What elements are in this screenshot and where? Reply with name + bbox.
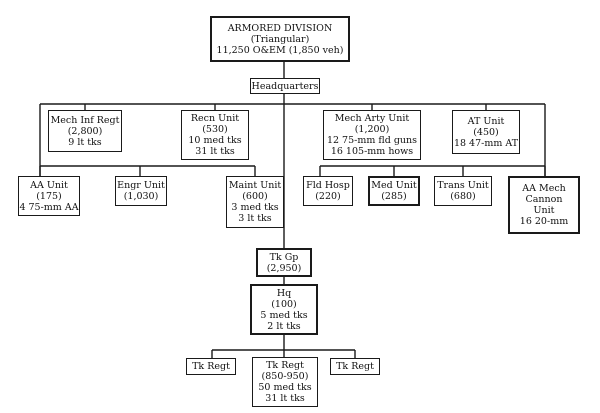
recn-unit-box: Recn Unit (530) 10 med tks 31 lt tks (181, 110, 249, 160)
tank-regt-left-box: Tk Regt (186, 358, 236, 375)
at-unit-box: AT Unit (450) 18 47-mm AT (452, 110, 520, 154)
mech-inf-strength: (2,800) (67, 125, 103, 137)
division-subtitle: (Triangular) (250, 33, 310, 45)
tank-group-box: Tk Gp (2,950) (256, 248, 312, 277)
fld-hosp-strength: (220) (315, 191, 341, 202)
tank-regt-right-box: Tk Regt (330, 358, 380, 375)
trans-strength: (680) (450, 191, 476, 202)
tank-hq-strength: (100) (271, 298, 297, 310)
aa-mech-equip: 16 20-mm (519, 216, 569, 227)
engr-unit-box: Engr Unit (1,030) (115, 176, 167, 206)
aa-mech-name-2: Cannon (525, 194, 563, 205)
mech-arty-name: Mech Arty Unit (334, 113, 410, 124)
aa-unit-box: AA Unit (175) 4 75-mm AA (18, 176, 80, 216)
tank-group-strength: (2,950) (266, 262, 302, 274)
maint-unit-box: Maint Unit (600) 3 med tks 3 lt tks (226, 176, 284, 228)
division-box: ARMORED DIVISION (Triangular) 11,250 O&E… (210, 16, 350, 62)
fld-hosp-name: Fld Hosp (306, 180, 350, 191)
maint-equip-2: 3 lt tks (238, 213, 272, 224)
division-strength: 11,250 O&EM (1,850 veh) (216, 44, 344, 56)
maint-name: Maint Unit (228, 180, 282, 191)
mech-inf-regt-box: Mech Inf Regt (2,800) 9 lt tks (48, 110, 122, 152)
tank-regt-center-equip-1: 50 med tks (258, 382, 312, 393)
med-strength: (285) (381, 191, 407, 202)
aa-mech-name-3: Unit (533, 205, 555, 216)
engr-name: Engr Unit (117, 180, 165, 191)
recn-equip-1: 10 med tks (188, 135, 242, 146)
tank-regt-center-name: Tk Regt (266, 360, 304, 371)
aa-strength: (175) (36, 190, 62, 202)
tank-hq-name: Hq (276, 287, 292, 299)
tank-hq-box: Hq (100) 5 med tks 2 lt tks (250, 284, 318, 335)
headquarters-box: Headquarters (250, 78, 320, 94)
tank-hq-equip-2: 2 lt tks (267, 320, 301, 332)
trans-unit-box: Trans Unit (680) (434, 176, 492, 206)
aa-mech-name-1: AA Mech (522, 183, 566, 194)
med-name: Med Unit (371, 180, 417, 191)
at-name: AT Unit (467, 115, 505, 127)
med-unit-box: Med Unit (285) (368, 176, 420, 206)
recn-name: Recn Unit (190, 113, 240, 124)
division-title: ARMORED DIVISION (227, 22, 333, 34)
recn-equip-2: 31 lt tks (195, 146, 235, 157)
tank-regt-center-box: Tk Regt (850-950) 50 med tks 31 lt tks (252, 357, 318, 407)
aa-name: AA Unit (30, 179, 68, 191)
mech-arty-unit-box: Mech Arty Unit (1,200) 12 75-mm fld guns… (323, 110, 421, 160)
maint-equip-1: 3 med tks (231, 202, 279, 213)
at-equip: 18 47-mm AT (453, 137, 519, 149)
mech-arty-equip-1: 12 75-mm fld guns (326, 135, 418, 146)
mech-inf-equip: 9 lt tks (68, 136, 102, 148)
tank-regt-right-name: Tk Regt (336, 361, 374, 372)
tank-regt-left-name: Tk Regt (192, 361, 230, 372)
tank-regt-center-strength: (850-950) (261, 371, 309, 382)
trans-name: Trans Unit (437, 180, 489, 191)
mech-inf-name: Mech Inf Regt (50, 114, 120, 126)
mech-arty-equip-2: 16 105-mm hows (330, 146, 414, 157)
recn-strength: (530) (202, 124, 228, 135)
aa-mech-cannon-unit-box: AA Mech Cannon Unit 16 20-mm (508, 176, 580, 234)
maint-strength: (600) (242, 191, 268, 202)
aa-equip: 4 75-mm AA (19, 201, 79, 213)
tank-group-name: Tk Gp (269, 251, 299, 263)
mech-arty-strength: (1,200) (354, 124, 390, 135)
tank-regt-center-equip-2: 31 lt tks (265, 393, 305, 404)
fld-hosp-box: Fld Hosp (220) (303, 176, 353, 206)
tank-hq-equip-1: 5 med tks (260, 309, 308, 321)
headquarters-label: Headquarters (251, 80, 319, 92)
engr-strength: (1,030) (123, 191, 159, 202)
at-strength: (450) (473, 126, 499, 138)
